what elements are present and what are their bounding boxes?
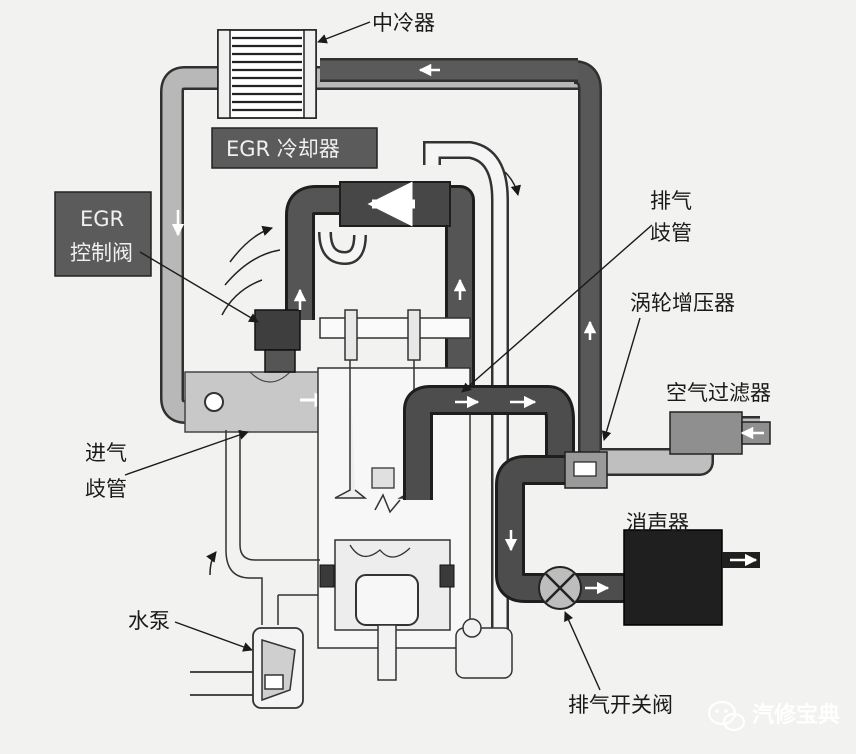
intake-air-path <box>160 58 760 476</box>
muffler <box>623 529 760 626</box>
pipe-flow-indicators <box>171 63 597 340</box>
exhaust-manifold-label-line1: 排气 <box>650 189 692 213</box>
flow-arrows <box>206 171 521 576</box>
egr-valve-label-line2: 控制阀 <box>70 241 133 265</box>
egr-cooler: EGR 冷却器 <box>211 127 451 227</box>
water-pump <box>190 627 304 709</box>
wechat-icon <box>707 700 746 732</box>
air-filter-label: 空气过滤器 <box>666 381 771 405</box>
egr-control-valve <box>254 309 301 373</box>
intercooler-label: 中冷器 <box>372 11 435 35</box>
exhaust-path <box>403 385 625 603</box>
labels: 中冷器 排气 歧管 涡轮增压器 空气过滤器 消声器 进气 歧管 水泵 排气开关阀 <box>85 11 771 717</box>
egr-valve-label-line1: EGR <box>80 207 124 231</box>
exhaust-manifold-label-line2: 歧管 <box>650 221 692 245</box>
air-filter <box>669 411 771 455</box>
intake-manifold <box>184 371 336 433</box>
exhaust-switch-valve <box>538 566 582 610</box>
muffler-label: 消声器 <box>626 511 689 535</box>
watermark: 汽修宝典 <box>707 700 840 732</box>
intake-manifold-label-line2: 歧管 <box>85 477 127 501</box>
exhaust-valve-label: 排气开关阀 <box>568 693 673 717</box>
turbocharger-label: 涡轮增压器 <box>630 291 735 315</box>
intake-manifold-label-line1: 进气 <box>85 441 127 465</box>
water-pump-label: 水泵 <box>128 609 170 633</box>
egr-valve-label-box: EGR 控制阀 <box>54 191 152 277</box>
intercooler <box>217 29 317 119</box>
turbocharger <box>564 451 608 489</box>
egr-cooler-label: EGR 冷却器 <box>226 137 340 161</box>
egr-cooler-coolant-hose <box>318 140 509 640</box>
egr-loop-pipe <box>285 185 475 400</box>
watermark-text: 汽修宝典 <box>752 702 840 728</box>
